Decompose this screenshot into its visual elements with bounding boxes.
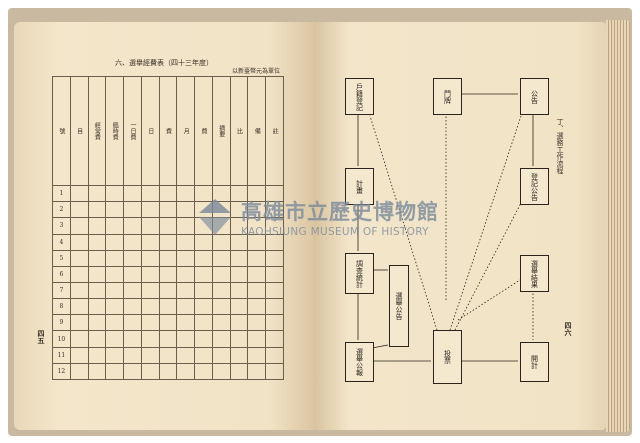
page-number-left: 四五 (37, 330, 46, 344)
flow-box: 開計 (520, 342, 549, 382)
table-row: 11 (52, 346, 284, 364)
table-cell (265, 362, 284, 381)
watermark: 高雄市立歷史博物館 KAOHSIUNG MUSEUM OF HISTORY (195, 196, 439, 238)
flow-box: 戶籍登記 (345, 78, 374, 115)
table-row: 1 (52, 185, 284, 203)
page-number-right: 四六 (564, 322, 573, 336)
dotted-arrow (449, 115, 522, 331)
page-edges (606, 20, 630, 432)
watermark-chinese: 高雄市立歷史博物館 (241, 200, 439, 224)
table-cell (69, 362, 89, 381)
flow-box: 選舉公報 (345, 342, 374, 382)
watermark-english: KAOHSIUNG MUSEUM OF HISTORY (241, 226, 429, 238)
flow-box: 調查統計 (345, 253, 374, 294)
table-row: 6 (52, 265, 284, 284)
table-title: 六、選擧經費表（四十三年度） (115, 59, 213, 67)
dotted-arrow (454, 202, 522, 331)
table-cell: 9 (52, 314, 71, 332)
table-row: 3 (52, 217, 284, 235)
flow-box: 計畫 (345, 168, 374, 205)
arrow (371, 344, 389, 349)
header-cell: 註 (265, 75, 284, 187)
museum-logo-icon (199, 199, 231, 235)
table-row: 12 (52, 362, 284, 381)
flow-box: 門牌 (433, 78, 462, 115)
flow-box: 登記公告 (520, 168, 549, 205)
flow-box: 選舉結果 (520, 255, 549, 292)
table-row: 9 (52, 314, 284, 332)
dotted-arrow (457, 279, 521, 321)
table-cell (105, 362, 125, 381)
flow-box: 選舉公告 (389, 265, 409, 347)
flow-title: 丁、選務工作流程 (556, 118, 564, 174)
table-cell: 12 (52, 362, 71, 381)
unit-note: 以新臺幣元為單位 (232, 68, 281, 75)
dotted-arrow (369, 115, 438, 331)
table-cell (87, 362, 107, 381)
table-cell: 6 (52, 265, 71, 284)
flow-box: 投票 (433, 330, 462, 384)
flow-box: 公告 (520, 78, 549, 115)
table-row: 8 (52, 298, 284, 316)
